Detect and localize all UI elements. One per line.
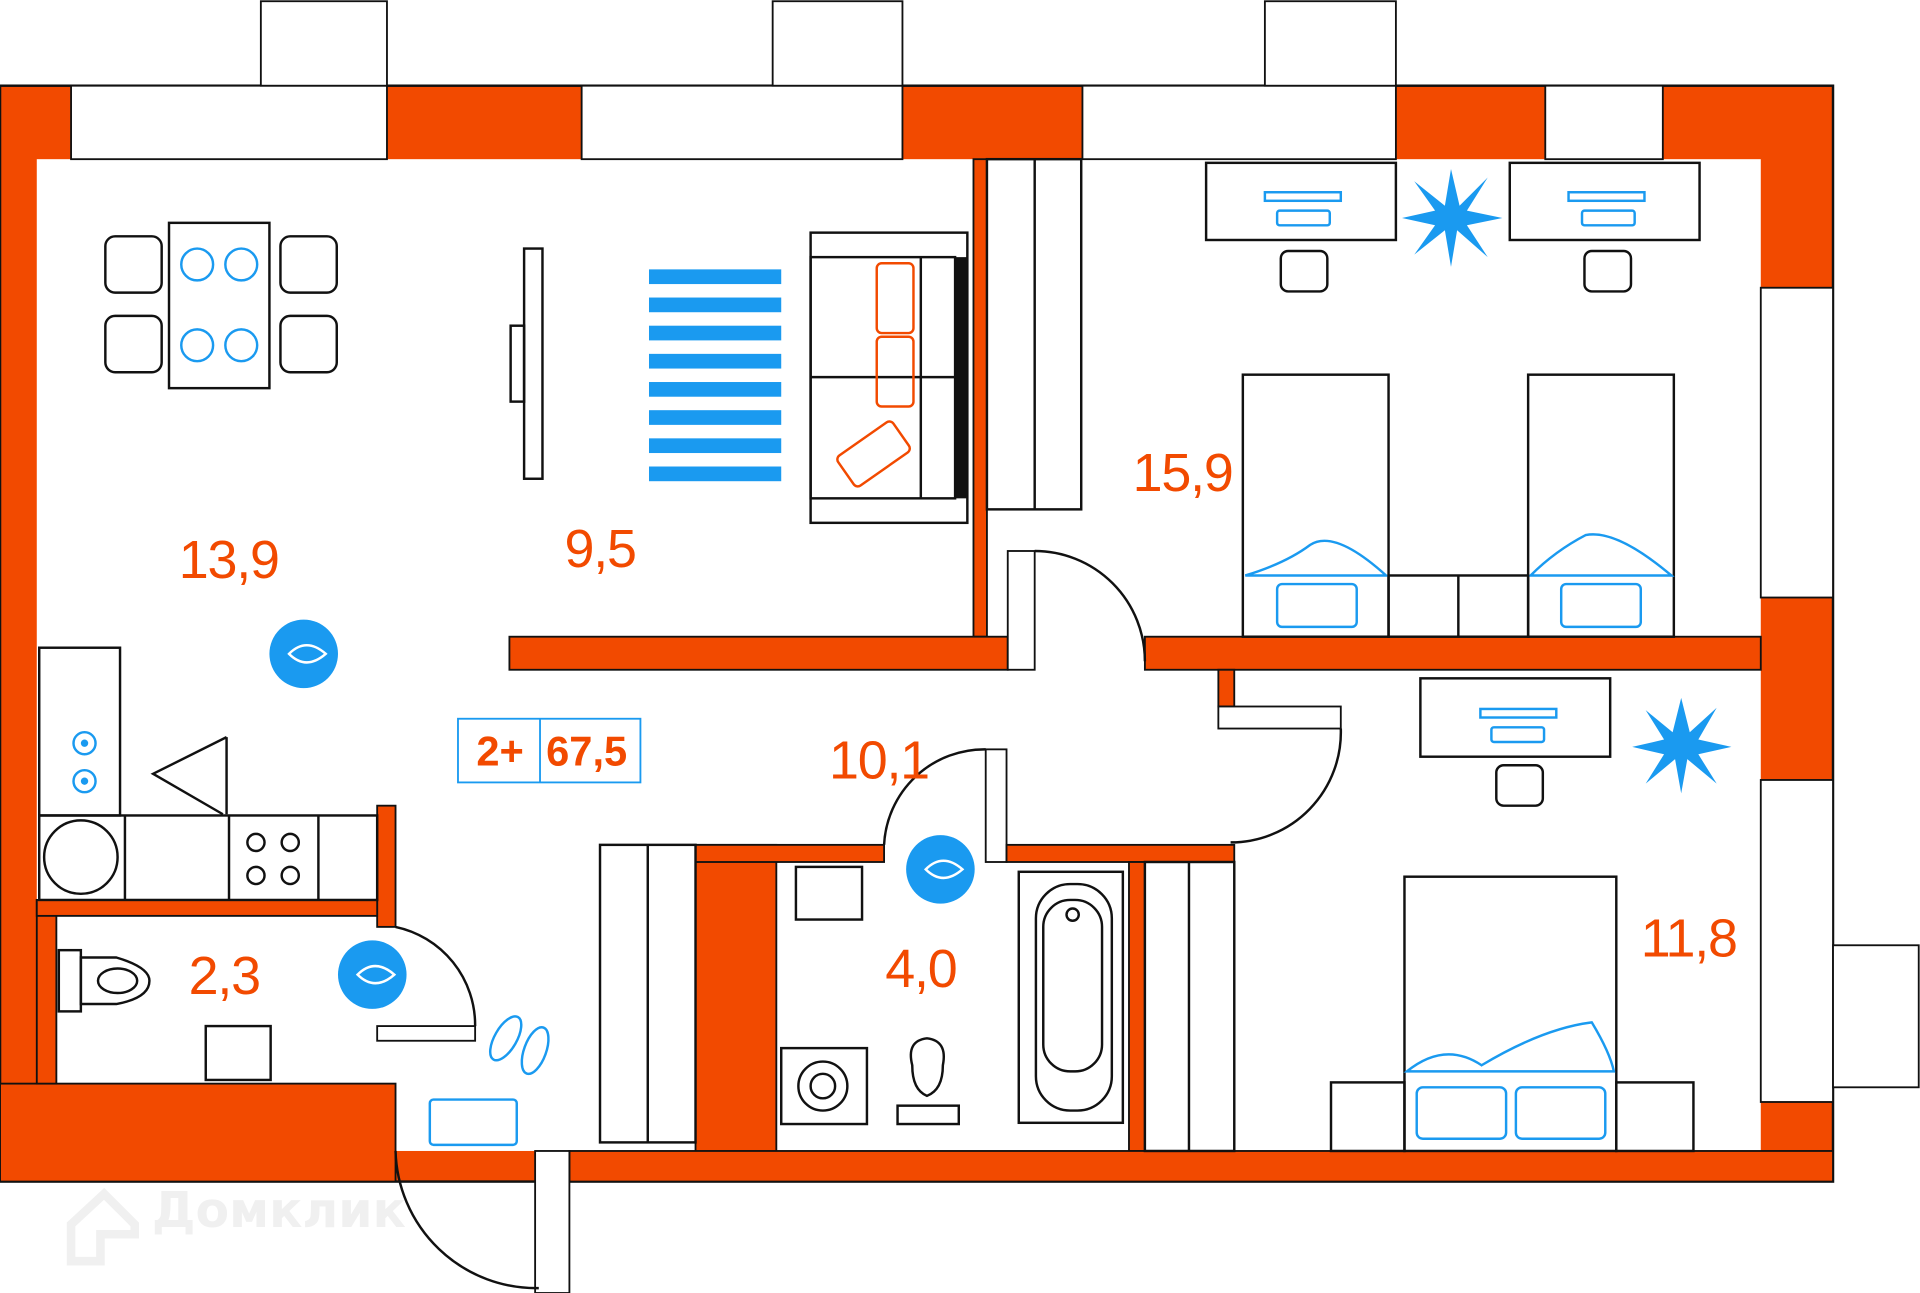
hall-items [428,1015,550,1147]
sofa [809,231,969,525]
area-living: 9,5 [565,519,636,579]
area-bedroom-2: 11,8 [1641,908,1737,968]
room-count: 2+ [476,727,523,774]
bedroom-2-furniture [1329,677,1695,1153]
area-bedroom-1: 15,9 [1133,443,1233,503]
bathroom-fixtures [780,865,1125,1126]
wardrobe-bedroom-2 [1143,860,1236,1153]
total-area: 67,5 [546,727,627,774]
bedroom-1-furniture [1204,161,1701,638]
kitchen-units [38,646,379,902]
watermark-logo: Домклик [66,1182,406,1266]
wardrobe-bedroom-1 [985,157,1083,511]
wardrobe-hall [598,843,697,1144]
doors [150,549,1343,1290]
area-hall: 10,1 [829,731,929,791]
dining-table [104,221,338,390]
area-toilet: 2,3 [189,946,260,1006]
striped-rug [648,269,782,482]
plant-icon [1402,168,1732,794]
area-kitchen: 13,9 [179,530,279,590]
outer-walls [0,0,1920,1183]
toilet-fixtures [57,948,272,1082]
water-drop-icon [269,619,975,1009]
watermark-text: Домклик [152,1182,406,1239]
area-bathroom: 4,0 [885,939,956,999]
apartment-badge: 2+ 67,5 [457,717,642,784]
tv-stand [509,247,544,480]
